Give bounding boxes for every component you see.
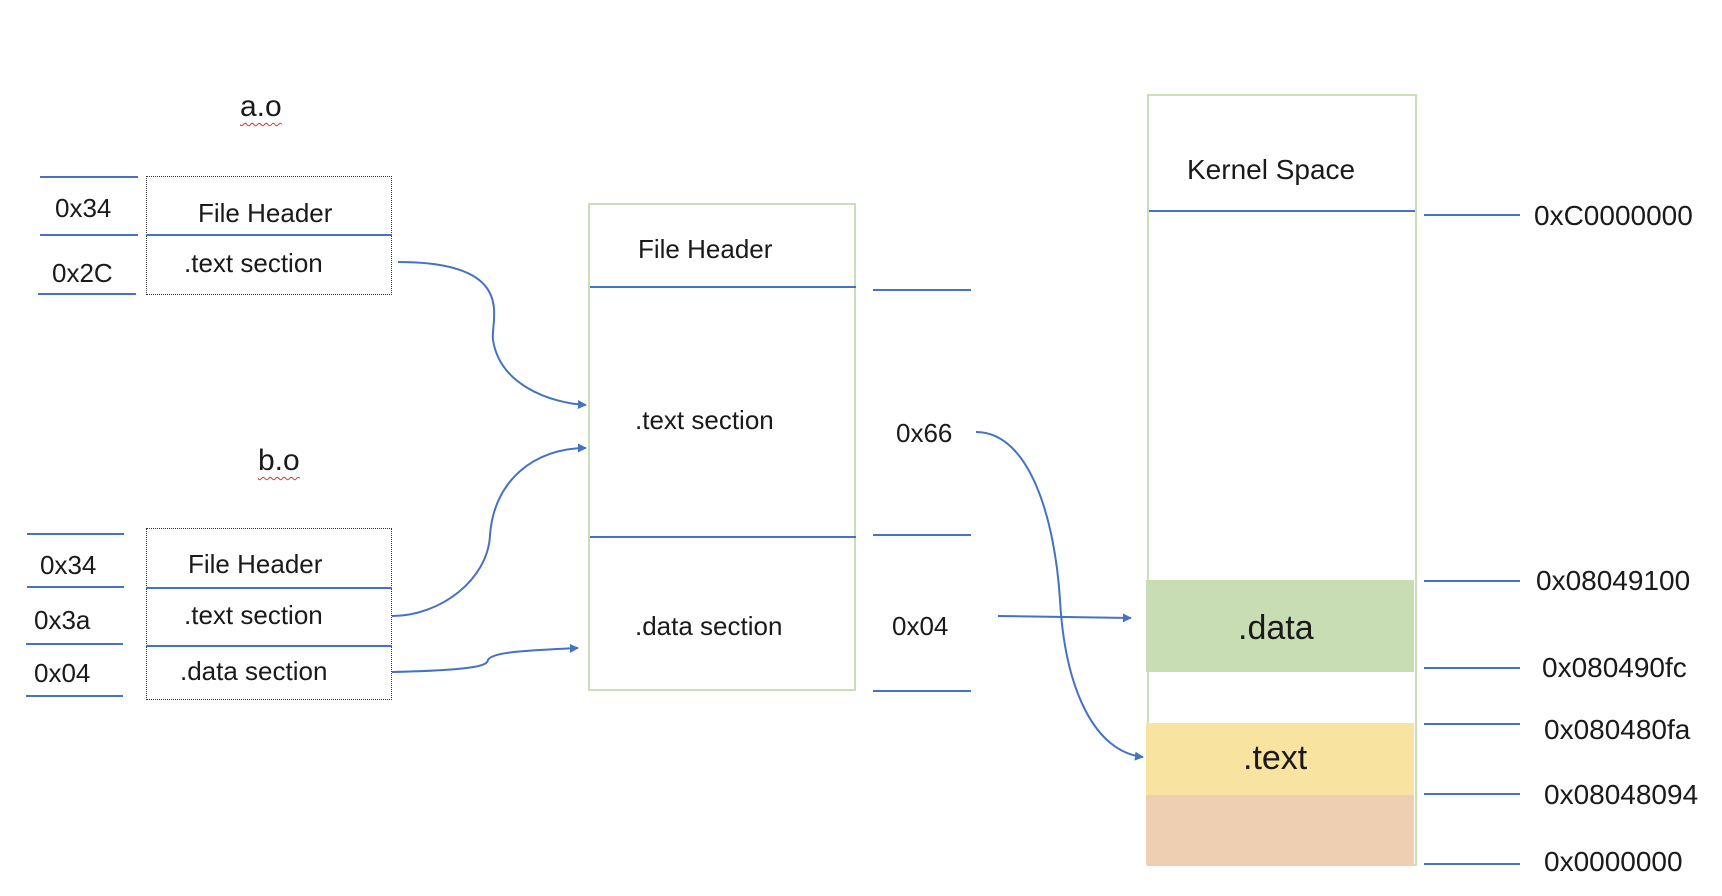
a-o-text-size: 0x2C [52, 258, 113, 288]
memory-text-label: .text [1243, 739, 1308, 777]
address-data-start: 0x080490fc [1542, 652, 1687, 683]
a-o-text-section: .text section [184, 248, 323, 278]
merged-text-section: .text section [635, 405, 774, 435]
merged-divider [590, 286, 856, 288]
merged-text-size: 0x66 [896, 418, 953, 448]
b-o-data-section: .data section [180, 656, 328, 686]
a-o-size-line [40, 176, 138, 178]
arrow-b-text-to-merged-text [391, 443, 587, 617]
address-tick [1424, 723, 1520, 725]
address-tick [1424, 214, 1520, 216]
b-o-size-line [27, 533, 124, 535]
merged-size-line [873, 690, 971, 692]
arrow-a-text-to-merged-text [397, 261, 587, 410]
b-o-header-size: 0x34 [40, 550, 97, 580]
address-text-start: 0x08048094 [1544, 779, 1699, 810]
kernel-space-label: Kernel Space [1187, 154, 1356, 185]
b-o-text-size: 0x3a [34, 605, 91, 635]
memory-data-label: .data [1238, 609, 1314, 647]
memory-text-segment [1146, 723, 1414, 795]
address-kernel: 0xC0000000 [1534, 200, 1693, 231]
address-tick [1424, 580, 1520, 582]
b-o-data-size: 0x04 [34, 658, 91, 688]
a-o-size-line [38, 293, 136, 295]
b-o-box [146, 528, 392, 700]
address-tick [1424, 863, 1520, 865]
arrow-merged-data-to-memory-data [997, 613, 1132, 623]
b-o-size-line [26, 643, 123, 645]
a-o-size-line [40, 234, 138, 236]
address-tick [1424, 667, 1520, 669]
b-o-size-line [27, 586, 124, 588]
merged-file-header: File Header [638, 234, 773, 264]
merged-size-line [873, 289, 971, 291]
memory-low-segment [1146, 795, 1414, 865]
a-o-header-size: 0x34 [55, 193, 112, 223]
memory-layout-box [1147, 94, 1417, 866]
b-o-divider [146, 645, 392, 647]
b-o-title: b.o [258, 444, 300, 477]
arrow-merged-text-to-memory-text [975, 431, 1144, 761]
merged-data-section: .data section [635, 611, 783, 641]
merged-data-size: 0x04 [892, 611, 949, 641]
b-o-text-section: .text section [184, 600, 323, 630]
merged-file-box [588, 203, 856, 691]
memory-data-segment [1146, 580, 1414, 672]
address-data-end: 0x08049100 [1536, 565, 1691, 596]
merged-size-line [873, 534, 971, 536]
address-zero: 0x0000000 [1544, 846, 1683, 877]
merged-divider [590, 536, 856, 538]
arrow-b-data-to-merged-data [391, 643, 579, 673]
a-o-divider [146, 234, 392, 236]
address-text-end: 0x080480fa [1544, 714, 1691, 745]
b-o-file-header: File Header [188, 549, 323, 579]
address-tick [1424, 793, 1520, 795]
b-o-divider [146, 587, 392, 589]
kernel-boundary [1149, 210, 1415, 212]
a-o-file-header: File Header [198, 198, 333, 228]
a-o-title: a.o [240, 90, 282, 123]
b-o-size-line [26, 695, 123, 697]
